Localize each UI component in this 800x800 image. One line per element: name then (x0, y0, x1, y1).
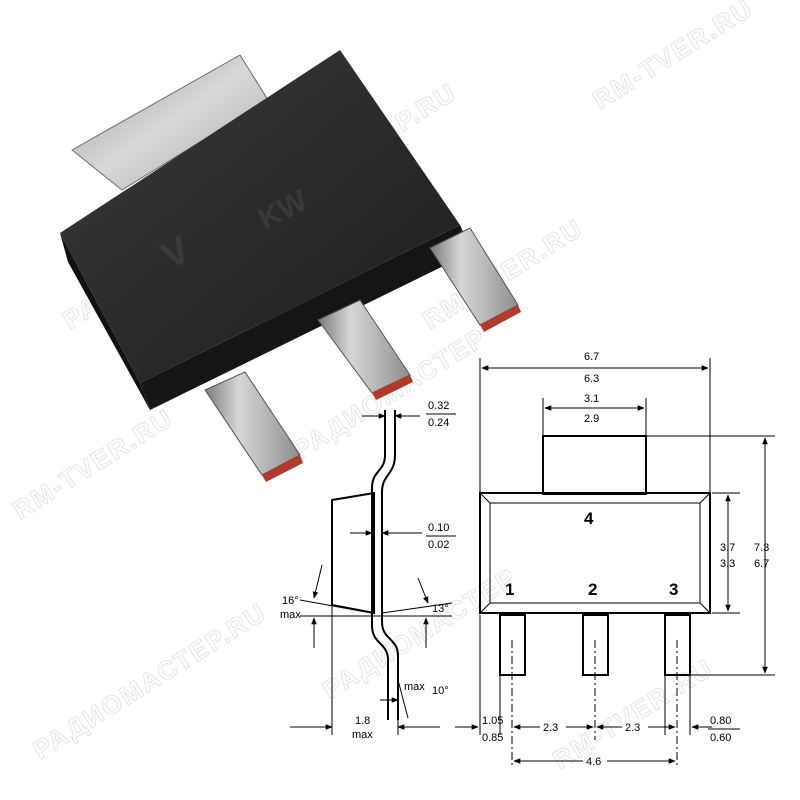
top-angle-value: 16° (282, 595, 299, 607)
bottom-angle-arrow-top (417, 577, 429, 604)
pin-label-3: 3 (669, 580, 678, 599)
corner-line (699, 492, 711, 504)
watermark-text: RM-TVER.RU (7, 403, 178, 526)
lead-1 (204, 371, 301, 476)
top-angle-arrow-top (312, 564, 323, 599)
watermark-text: RM-TVER.RU (547, 653, 718, 776)
lead-width-min: 0.60 (710, 732, 731, 744)
corner-line (479, 492, 491, 504)
side-lead-outer (371, 410, 389, 720)
side-lead-inner (381, 410, 399, 720)
body-width-min: 3.3 (720, 558, 735, 570)
watermark-text: RM-TVER.RU (587, 0, 758, 115)
height-value: 1.8 (355, 715, 370, 727)
lead-3-tip (480, 305, 521, 332)
overall-width-min: 6.7 (754, 558, 769, 570)
pin-label-1: 1 (505, 580, 514, 599)
body-top (60, 50, 460, 383)
lead-width-max: 0.80 (710, 715, 731, 727)
tab-outline (542, 435, 647, 495)
body-outline (479, 492, 711, 614)
body-inner-outline (489, 502, 701, 604)
body-length-min: 6.3 (584, 373, 599, 385)
height-qualifier: max (352, 729, 373, 741)
standoff-max: 0.10 (428, 522, 449, 534)
bottom-angle-value: 13° (432, 603, 449, 615)
overall-width-max: 7.3 (754, 542, 769, 554)
foot-length-min: 0.85 (482, 732, 503, 744)
top-view: 4 1 2 3 6.7 6.3 3.1 2.9 3.7 3.3 7.3 6.7 … (455, 351, 775, 768)
foot-angle-qualifier: max (404, 681, 425, 693)
body-front-face (140, 225, 472, 410)
sot223-package-photo: V KW (60, 50, 521, 482)
pitch-total: 4.6 (586, 756, 601, 768)
body-left-face (60, 233, 150, 410)
lead-2 (317, 299, 411, 394)
tab-width-min: 2.9 (584, 413, 599, 425)
body-length-max: 6.7 (584, 351, 599, 363)
side-body (331, 491, 375, 615)
standoff-min: 0.02 (428, 539, 449, 551)
side-view: 0.32 0.24 0.10 0.02 16° max 13° max 10° … (280, 400, 456, 741)
watermark-text: РАДИОМАСТЕР.RU (27, 597, 272, 765)
foot-angle-value: 10° (432, 685, 449, 697)
foot-length-max: 1.05 (482, 715, 503, 727)
pitch-a: 2.3 (543, 722, 558, 734)
lead-1-tip (262, 455, 303, 482)
corner-line (699, 602, 711, 614)
lead-thickness-min: 0.24 (428, 417, 449, 429)
watermark-text: РАДИОМАСТЕР (287, 322, 492, 465)
foot-angle-line (397, 679, 409, 719)
label-bg (583, 753, 607, 767)
top-angle-qualifier: max (280, 609, 301, 621)
tab-width-max: 3.1 (584, 393, 599, 405)
corner-line (479, 602, 491, 614)
lead-2-tip (372, 375, 413, 400)
pin-label-2: 2 (588, 580, 597, 599)
label-bg (622, 719, 648, 733)
body-width-max: 3.7 (720, 542, 735, 554)
pin-label-4: 4 (584, 509, 594, 528)
lead-thickness-max: 0.32 (428, 400, 449, 412)
pitch-b: 2.3 (625, 722, 640, 734)
label-bg (540, 719, 566, 733)
bottom-angle-line (381, 602, 453, 614)
top-angle-line (299, 599, 373, 614)
